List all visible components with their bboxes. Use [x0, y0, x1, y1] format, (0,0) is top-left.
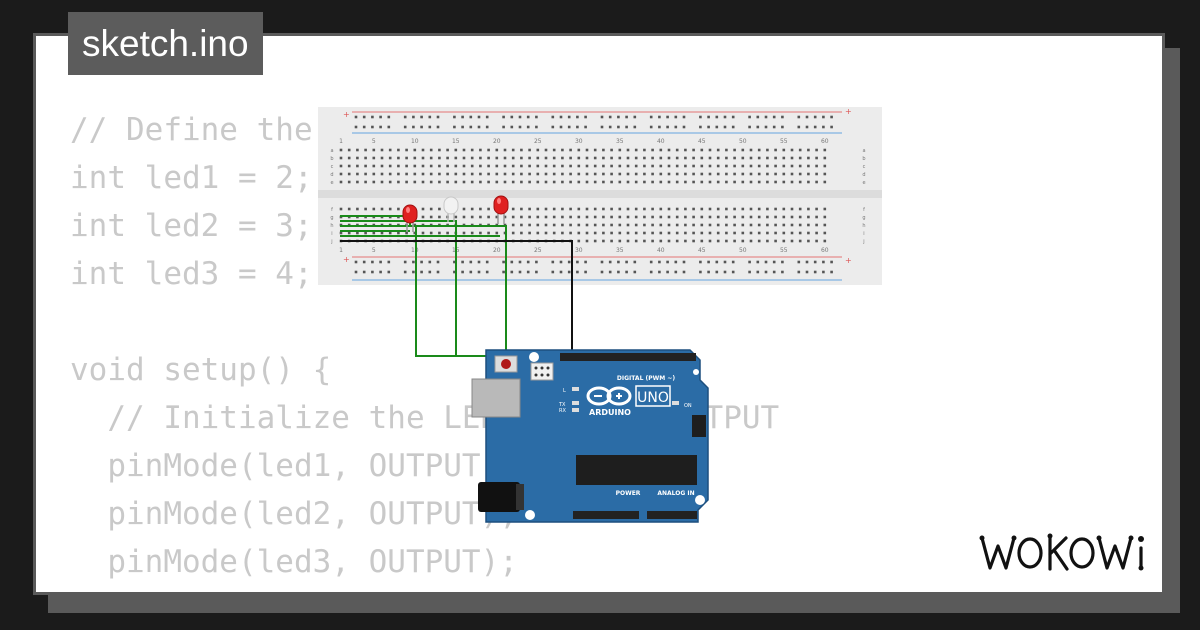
code-line: int led2 = 3; [70, 208, 313, 244]
column-label-bottom: 45 [698, 247, 706, 254]
digital-label: DIGITAL (PWM ~) [617, 375, 675, 382]
row-label-right: j [862, 239, 864, 245]
power-label: POWER [616, 490, 641, 497]
atmega-chip [576, 455, 697, 485]
usb-connector [471, 378, 521, 418]
column-label-bottom: 50 [739, 247, 747, 254]
analog-header [647, 511, 697, 519]
arduino-infinity-logo [586, 386, 632, 406]
breadboard: + + + + 11551010151520202525303035354040… [318, 107, 882, 285]
on-label: ON [684, 403, 692, 409]
power-header [573, 511, 639, 519]
column-label-top: 55 [780, 138, 788, 145]
arduino-brand-label: ARDUINO [589, 408, 631, 417]
column-label-top: 40 [657, 138, 665, 145]
wire-ground [340, 240, 573, 358]
plus-sign-bottom-right: + [845, 256, 852, 265]
row-label-left: h [330, 223, 333, 229]
column-label-bottom: 1 [339, 247, 343, 254]
row-label-right: g [862, 215, 865, 221]
column-label-bottom: 40 [657, 247, 665, 254]
row-label-right: i [863, 231, 864, 237]
led-led3[interactable] [493, 195, 509, 224]
mount-hole-1 [529, 352, 539, 362]
uno-box [635, 385, 671, 407]
row-label-left: i [331, 231, 332, 237]
digital-header [560, 353, 696, 361]
analog-label: ANALOG IN [657, 490, 694, 497]
plus-sign-top-right: + [845, 107, 852, 116]
power-jack [478, 482, 520, 512]
row-label-left: g [330, 215, 333, 221]
row-label-left: b [330, 156, 333, 162]
row-label-left: a [330, 148, 333, 154]
l-label: L [563, 388, 566, 394]
mount-hole-2 [695, 495, 705, 505]
breadboard-divider [318, 190, 882, 198]
column-label-top: 1 [339, 138, 343, 145]
wire-led3-pin4 [340, 225, 507, 362]
icsp-header [530, 362, 554, 381]
breadboard-holes [339, 115, 833, 274]
column-label-bottom: 60 [821, 247, 829, 254]
row-label-right: d [862, 172, 865, 178]
reset-button-cap [501, 359, 511, 369]
column-label-bottom: 10 [411, 247, 419, 254]
column-label-bottom: 5 [372, 247, 376, 254]
icsp-header-2 [692, 415, 706, 437]
mount-hole-3 [525, 510, 535, 520]
code-line: int led1 = 2; [70, 160, 313, 196]
column-label-bottom: 25 [534, 247, 542, 254]
column-label-top: 20 [493, 138, 501, 145]
wokwi-logo [979, 533, 1144, 571]
column-label-top: 15 [452, 138, 460, 145]
rx-label: RX [559, 408, 566, 414]
column-label-top: 10 [411, 138, 419, 145]
row-label-right: c [863, 164, 866, 170]
row-label-left: j [330, 239, 332, 245]
code-line: void setup() { [70, 352, 332, 388]
column-label-top: 35 [616, 138, 624, 145]
tx-label: TX [558, 402, 566, 408]
row-label-left: c [331, 164, 334, 170]
row-label-right: f [863, 207, 865, 213]
column-label-bottom: 35 [616, 247, 624, 254]
column-label-top: 50 [739, 138, 747, 145]
row-label-right: a [862, 148, 865, 154]
row-label-right: b [862, 156, 865, 162]
column-label-bottom: 55 [780, 247, 788, 254]
column-label-top: 45 [698, 138, 706, 145]
uno-label: UNO [637, 390, 669, 406]
mount-hole-4 [693, 369, 699, 375]
arduino-uno-board[interactable]: UNO ARDUINO DIGITAL (PWM ~) POWER ANALOG… [471, 349, 709, 523]
column-label-top: 60 [821, 138, 829, 145]
column-label-top: 25 [534, 138, 542, 145]
column-label-bottom: 20 [493, 247, 501, 254]
led-led2[interactable] [443, 196, 459, 222]
row-label-right: h [862, 223, 865, 229]
row-label-left: e [330, 180, 333, 186]
led-led1[interactable] [402, 204, 418, 232]
row-label-right: e [862, 180, 865, 186]
plus-sign-bottom-left: + [343, 255, 350, 264]
file-tab[interactable]: sketch.ino [68, 12, 263, 75]
breadboard-labels: 1155101015152020252530303535404045455050… [330, 138, 865, 254]
code-line: pinMode(led3, OUTPUT); [70, 544, 518, 580]
plus-sign-top-left: + [343, 110, 350, 119]
code-line: int led3 = 4; [70, 256, 313, 292]
row-label-left: f [331, 207, 333, 213]
column-label-bottom: 30 [575, 247, 583, 254]
column-label-top: 5 [372, 138, 376, 145]
column-label-top: 30 [575, 138, 583, 145]
row-label-left: d [330, 172, 333, 178]
